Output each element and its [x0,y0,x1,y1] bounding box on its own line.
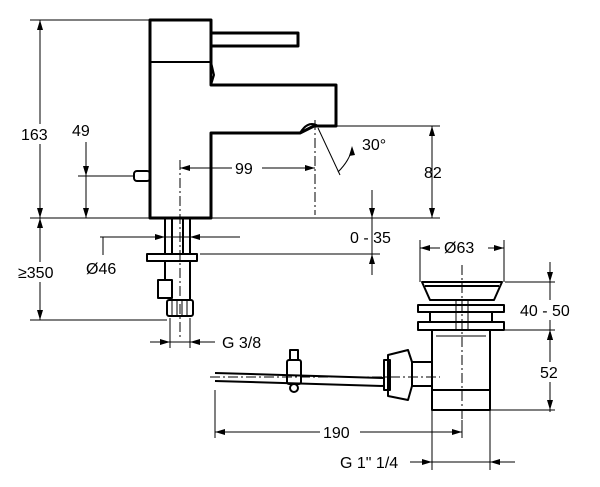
dim-hole-diameter [100,234,240,255]
label-connection: G 3/8 [222,335,261,352]
label-deck-thickness: 0 - 35 [350,230,391,247]
label-waste-height: 52 [540,365,558,382]
label-hole-diameter: Ø46 [86,261,116,278]
popup-knob [133,170,151,182]
dim-waste-height [490,330,555,411]
dim-waste-thread [410,410,515,470]
dim-deck-thickness [200,190,380,275]
dim-height-total [30,19,150,218]
label-plug-diameter: Ø63 [444,240,474,257]
label-rod-length: 190 [323,425,350,442]
dim-connection [150,318,215,348]
label-spout-height: 82 [424,165,442,182]
shank-assembly [146,218,198,317]
popup-rod [210,349,440,393]
label-hose-length: ≥350 [18,265,54,282]
label-reach: 99 [235,161,253,178]
faucet-body [133,18,338,220]
label-plug-range: 40 - 50 [520,303,570,320]
label-height-total: 163 [21,127,48,144]
dim-spout-height [336,125,440,218]
dim-plug-range [505,262,555,412]
label-angle: 30° [362,137,386,154]
dim-lever-height [78,142,134,218]
waste-assembly [383,281,505,411]
dim-angle [317,127,355,176]
label-waste-thread: G 1" 1/4 [340,455,398,472]
label-lever-height: 49 [72,123,90,140]
